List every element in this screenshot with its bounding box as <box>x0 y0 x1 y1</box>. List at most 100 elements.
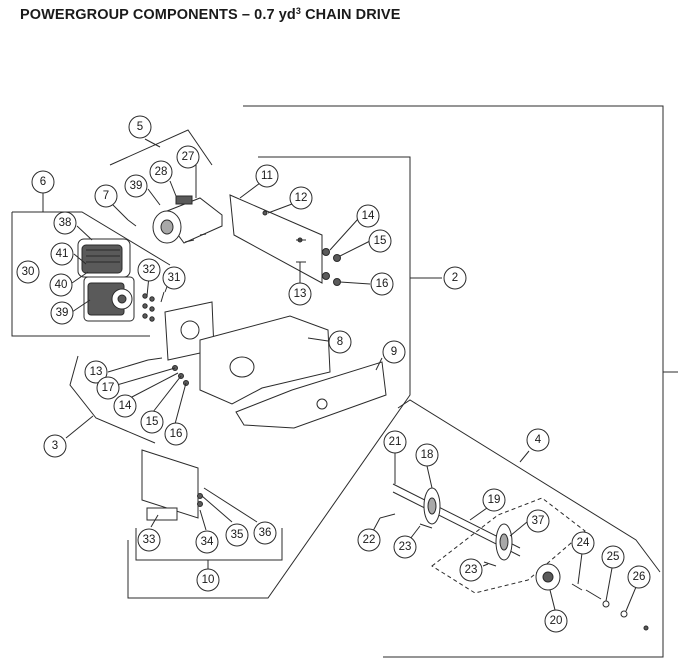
group-10-bracket <box>135 528 283 561</box>
callout-4: 4 <box>526 428 550 452</box>
title-main: POWERGROUP COMPONENTS – 0.7 yd <box>20 7 296 23</box>
group-4-bracket <box>397 399 661 573</box>
svg-text:15: 15 <box>374 235 387 247</box>
title-superscript: 3 <box>295 6 301 16</box>
svg-text:20: 20 <box>550 615 563 627</box>
callout-30: 30 <box>16 260 40 284</box>
callout-32: 32 <box>137 258 161 282</box>
callout-15-lower: 15 <box>140 410 164 434</box>
callout-20: 20 <box>544 609 568 633</box>
group-5-leader <box>144 138 161 148</box>
callout-17: 17 <box>96 376 120 400</box>
key-23a <box>419 523 433 529</box>
callout-39-upper: 39 <box>124 174 148 198</box>
plate-8 <box>199 315 331 405</box>
group-3-leader <box>65 415 94 439</box>
svg-text:22: 22 <box>363 534 376 546</box>
svg-text:32: 32 <box>143 264 156 276</box>
svg-text:17: 17 <box>102 382 115 394</box>
callout-11: 11 <box>255 164 279 188</box>
callout-5: 5 <box>128 115 152 139</box>
callout-list: 2 3 4 5 6 7 8 9 10 11 12 13 13 14 14 15 … <box>16 115 651 633</box>
callout-7: 7 <box>94 184 118 208</box>
svg-text:5: 5 <box>137 121 143 133</box>
svg-text:2: 2 <box>452 272 458 284</box>
callout-23-upper: 23 <box>393 535 417 559</box>
bracket-foot <box>146 507 178 521</box>
svg-text:25: 25 <box>607 551 620 563</box>
svg-text:39: 39 <box>56 307 69 319</box>
key-23b <box>483 561 497 567</box>
group-6-bracket-left <box>11 212 150 337</box>
svg-text:13: 13 <box>294 288 307 300</box>
washer-25 <box>602 600 610 608</box>
svg-text:23: 23 <box>465 564 478 576</box>
svg-text:18: 18 <box>421 449 434 461</box>
gear-reducer-assembly <box>77 238 135 322</box>
callout-41: 41 <box>50 242 74 266</box>
svg-text:39: 39 <box>130 180 143 192</box>
callout-12: 12 <box>289 186 313 210</box>
callout-3: 3 <box>43 434 67 458</box>
callout-24: 24 <box>571 531 595 555</box>
washer-26 <box>620 610 628 618</box>
svg-text:24: 24 <box>577 537 590 549</box>
svg-text:14: 14 <box>119 400 132 412</box>
callout-18: 18 <box>415 443 439 467</box>
frame-bracket <box>141 449 203 521</box>
callout-15-upper: 15 <box>368 229 392 253</box>
svg-text:15: 15 <box>146 416 159 428</box>
group-19-dashed-boundary <box>431 497 586 594</box>
reducer-hardware <box>142 291 165 322</box>
svg-text:26: 26 <box>633 571 646 583</box>
group-6-bracket-top <box>12 211 171 266</box>
frame-bracket-10 <box>141 449 199 519</box>
motor-terminal <box>175 195 193 205</box>
callout-39-lower: 39 <box>50 301 74 325</box>
motor-mount-plate <box>229 194 341 286</box>
pin-31 <box>160 291 165 303</box>
svg-text:3: 3 <box>52 440 58 452</box>
group-4-leader <box>519 450 530 463</box>
callout-36: 36 <box>253 521 277 545</box>
callout-19: 19 <box>482 488 506 512</box>
plate-hardware <box>147 357 189 386</box>
key-22 <box>379 513 396 519</box>
svg-text:10: 10 <box>202 574 215 586</box>
group-2-bracket <box>127 156 411 599</box>
svg-text:16: 16 <box>376 278 389 290</box>
callout-37: 37 <box>526 509 550 533</box>
svg-text:21: 21 <box>389 436 402 448</box>
callout-10: 10 <box>196 568 220 592</box>
group-3-bracket <box>69 355 156 444</box>
callout-35: 35 <box>225 523 249 547</box>
svg-text:35: 35 <box>231 529 244 541</box>
callout-31: 31 <box>162 266 186 290</box>
callout-2: 2 <box>443 266 467 290</box>
callout-14-upper: 14 <box>356 204 380 228</box>
svg-text:36: 36 <box>259 527 272 539</box>
svg-text:40: 40 <box>55 279 68 291</box>
side-plates <box>164 301 387 429</box>
svg-text:33: 33 <box>143 534 156 546</box>
svg-text:4: 4 <box>535 434 542 446</box>
svg-text:31: 31 <box>168 272 181 284</box>
reducer-fins <box>81 244 123 274</box>
callout-8: 8 <box>328 330 352 354</box>
callout-25: 25 <box>601 545 625 569</box>
callout-27: 27 <box>176 145 200 169</box>
outer-assembly-bracket <box>243 105 664 658</box>
callout-16-lower: 16 <box>164 422 188 446</box>
title-tail: CHAIN DRIVE <box>300 7 401 23</box>
callout-38: 38 <box>53 211 77 235</box>
svg-text:11: 11 <box>261 170 273 182</box>
svg-text:23: 23 <box>399 541 412 553</box>
callout-6: 6 <box>31 170 55 194</box>
svg-text:14: 14 <box>362 210 375 222</box>
plate-9 <box>235 361 387 429</box>
svg-text:12: 12 <box>295 192 308 204</box>
shaft-assembly <box>379 483 649 631</box>
leader-lines <box>71 165 637 612</box>
